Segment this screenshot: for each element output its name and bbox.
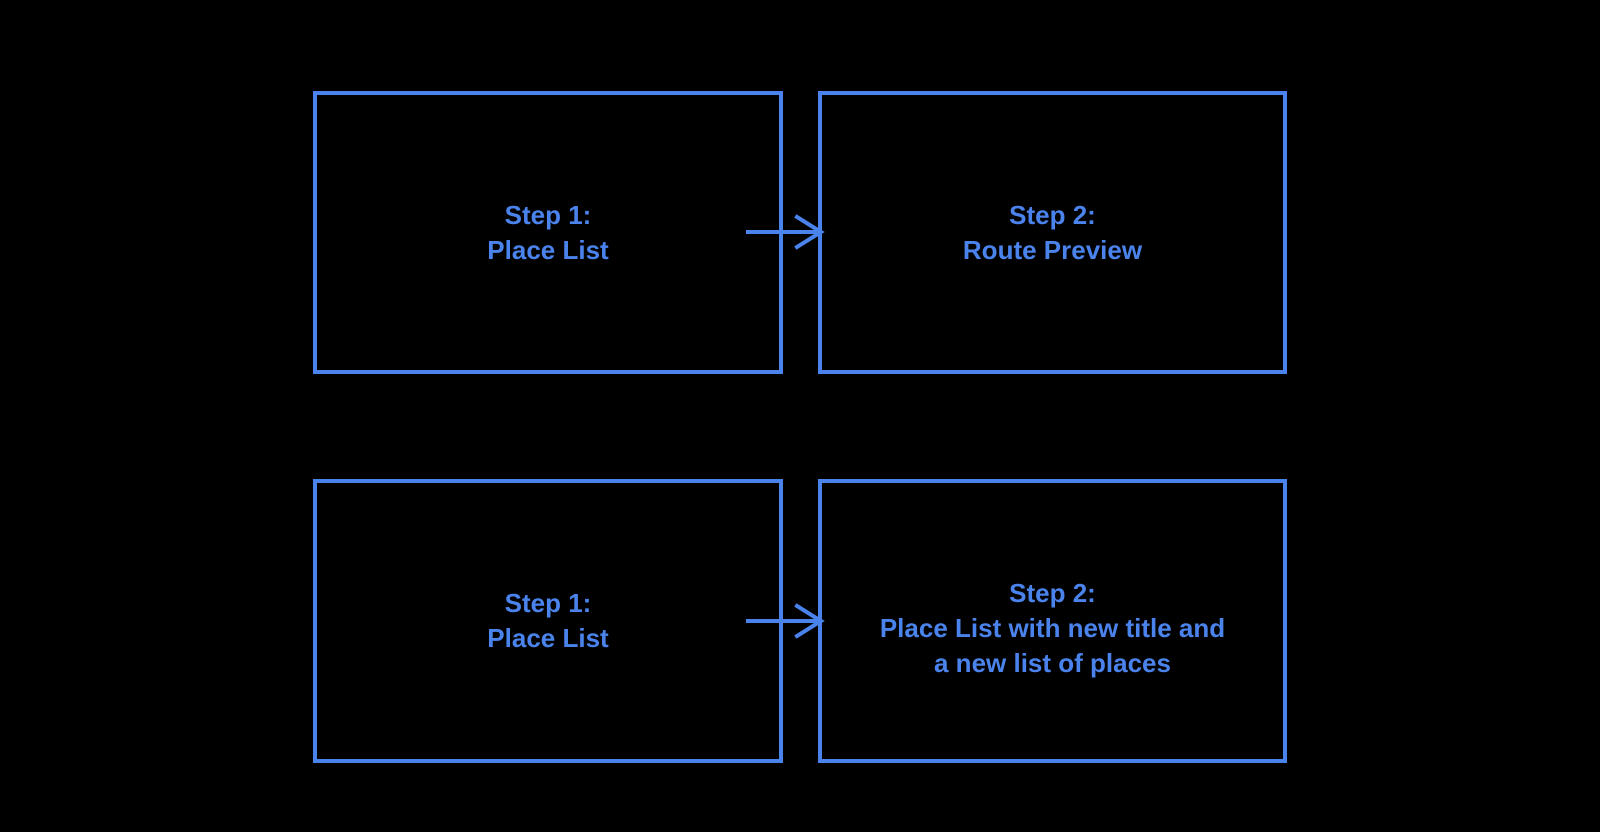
- flow2-step2-line3: a new list of places: [934, 647, 1171, 678]
- flow1-step2-line1: Step 2:: [1009, 199, 1096, 230]
- flow1-step1-line2: Place List: [487, 234, 609, 265]
- flow2-step1-box: Step 1: Place List: [313, 479, 783, 763]
- flow2-step1-line2: Place List: [487, 623, 609, 653]
- flow1-step1-box: Step 1: Place List: [313, 91, 783, 374]
- flow1-step2-line2: Route Preview: [962, 234, 1143, 265]
- flow1-step2-box: Step 2: Route Preview: [818, 91, 1287, 374]
- flow2-step1-label: Step 1: Place List: [487, 586, 608, 656]
- flow1-step2-label: Step 2: Route Preview: [963, 198, 1142, 268]
- flow2-step2-line1: Step 2:: [1009, 577, 1096, 608]
- flow2-step2-line2: Place List with new title and: [879, 612, 1226, 643]
- flow1-step1-label: Step 1: Place List: [487, 198, 608, 268]
- flow2-step1-line1: Step 1:: [504, 588, 592, 618]
- flow2-step2-label: Step 2: Place List with new title and a …: [880, 576, 1225, 681]
- flow1-step1-line1: Step 1:: [504, 199, 592, 230]
- flow2-step2-box: Step 2: Place List with new title and a …: [818, 479, 1287, 763]
